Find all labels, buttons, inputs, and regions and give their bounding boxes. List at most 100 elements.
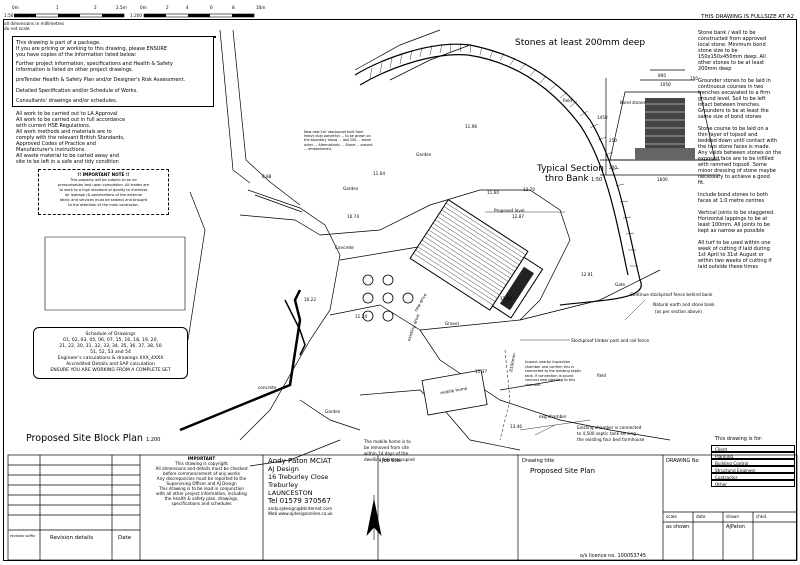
right-note-line: All turf to be used within one xyxy=(698,240,771,246)
section-title-1: Typical Section xyxy=(537,164,604,174)
plan-scale: 1:200 xyxy=(145,437,161,443)
right-note-line: within two weeks of cutting if xyxy=(698,258,772,264)
right-note-line: bedded down until contact with xyxy=(698,138,778,144)
right-note-line: Horizontal lappings to be at xyxy=(698,216,768,222)
right-note-line: Grounder stones to be laid in xyxy=(698,78,771,84)
right-note-line: the two stone faces is made. xyxy=(698,144,771,150)
important-block: IMPORTANT This drawing is copyright All … xyxy=(140,456,263,506)
work-note: All work to be carried out in full accor… xyxy=(16,117,126,123)
site-level: 12.91 xyxy=(581,272,593,277)
section-dim: 800 xyxy=(658,73,666,78)
drawing-for-box: This drawing is for: xyxy=(711,436,795,454)
work-note: All work methods and materials are to xyxy=(16,129,112,135)
important-line: the health & safety plan, drawings, xyxy=(164,496,239,501)
section-dim: 250 xyxy=(609,138,617,143)
site-level: 11.37 xyxy=(475,369,487,374)
timber-fence-note: Stockproof timber post and rail fence xyxy=(571,338,650,343)
section-title-2: thro Bank xyxy=(545,174,589,184)
scale-bar-graphic xyxy=(14,13,255,18)
right-note-line: trenches excavated to a firm xyxy=(698,90,771,96)
site-label-field: field xyxy=(563,98,573,103)
package-line: This drawing is part of a package. xyxy=(16,40,101,46)
site-label-garden: Garden xyxy=(343,186,359,191)
important-line: Supervising Officer and AJ Design xyxy=(166,481,237,486)
section-dim: 200 xyxy=(609,165,617,170)
site-label-field: field xyxy=(597,373,607,378)
schedule-line: Accredited Details and SAP calculation xyxy=(66,362,155,367)
right-note-line: 150x150x450mm deep. All xyxy=(698,54,766,60)
drawing-for-item: Contractor xyxy=(715,475,738,480)
right-note-line: other stones to be at least xyxy=(698,60,765,66)
scale-label-left: 1:50 xyxy=(4,13,14,18)
package-line: information is listed on other project d… xyxy=(16,67,134,73)
fence-note: Continue stockproof fence behind bank xyxy=(630,292,713,297)
right-note-line: with rammed topsoil. Some xyxy=(698,162,767,168)
important-note-line: to the attention of the main contractor. xyxy=(68,203,139,207)
right-note-line: continuous courses in two xyxy=(698,84,764,90)
work-note: All work to be carried out to LA Approva… xyxy=(16,111,118,117)
site-level: 10.74 xyxy=(347,214,359,219)
drawing-for-item: Client xyxy=(715,447,728,452)
section-dim: 1050 xyxy=(660,82,671,87)
designer-email: andy.ajdesign@btinternet.com xyxy=(268,506,333,511)
work-note: Approved Codes of Practice and xyxy=(16,141,96,147)
important-heading: IMPORTANT xyxy=(187,456,216,461)
right-note-line: minor dressing of stone maybe xyxy=(698,168,776,174)
important-line: This drawing is copyright xyxy=(175,461,228,466)
drawing-border xyxy=(3,19,797,561)
scale-tick: 2 xyxy=(166,5,169,10)
schedule-line: 21, 22, 30, 31, 32, 33, 34, 35, 36, 37, … xyxy=(59,344,162,349)
site-label-garden: Garden xyxy=(416,152,432,157)
septic-note: Existing chamber is connected xyxy=(577,425,642,430)
site-level: 11.04 xyxy=(373,171,385,176)
scale-note: do not scale xyxy=(4,26,30,31)
right-note-line: thin layer of topsoil and xyxy=(698,132,758,138)
important-note-line: pressurisation test upon completion. All… xyxy=(57,183,150,187)
drawn-field-label: drawn xyxy=(726,514,740,519)
right-note-line: laid outside these times xyxy=(698,264,759,270)
right-note-line: stone size to be xyxy=(698,48,738,54)
section-dim: 1600 xyxy=(657,177,668,182)
revision-date-col: Date xyxy=(118,535,132,541)
mobile-note: dwelling being occupied xyxy=(364,457,415,462)
important-line: All dimensions and details must be check… xyxy=(155,466,248,471)
important-line: Any discrepancies must be reported to th… xyxy=(156,476,247,481)
drawing-title-label: Drawing title xyxy=(522,458,555,464)
important-note-heading: !! IMPORTANT NOTE !! xyxy=(77,172,130,177)
gate-label: Gate xyxy=(615,282,626,287)
scale-label-mid: 1:200 xyxy=(130,13,143,18)
drawing-for-item: Building Control xyxy=(715,461,749,466)
drawing-for-item: Other xyxy=(715,482,727,487)
scale-tick: 10m xyxy=(256,5,266,10)
schedule-box: Schedule of Drawings 01, 02, 03, 05, 06,… xyxy=(33,327,188,379)
right-note-line: Vertical joints to be staggered. xyxy=(698,210,775,216)
designer-firm: AJ Design xyxy=(268,465,299,473)
designer-address: Treburley xyxy=(268,481,299,489)
proposed-level: Proposed level xyxy=(494,208,525,213)
drawing-no-label: DRAWING No xyxy=(666,458,699,464)
schedule-line: Schedule of Drawings xyxy=(85,332,136,337)
right-note-line: fit. xyxy=(698,180,705,186)
site-level: 10.22 xyxy=(304,297,316,302)
right-note-line: Stone course to be laid on a xyxy=(698,126,769,132)
site-level: 12.70 xyxy=(523,187,535,192)
right-note-line: 200mm deep xyxy=(698,66,732,72)
right-note-line: same size of bond stones xyxy=(698,114,762,120)
package-line: Consultants' drawings and/or schedules. xyxy=(16,98,118,104)
date-field-label: date xyxy=(696,514,706,519)
scale-tick: 2.5m xyxy=(116,5,127,10)
schedule-line: ENSURE YOU ARE WORKING FROM A COMPLETE S… xyxy=(50,368,171,373)
work-note: All waste material to be carted away and xyxy=(16,153,119,159)
site-level: 11.24 xyxy=(355,314,367,319)
right-note-line: intact between trenches. xyxy=(698,102,761,108)
important-line: before commencement of any works xyxy=(163,471,240,476)
drawing-for-item: Planning xyxy=(715,454,734,459)
drawing-for-item: Structural Engineer xyxy=(715,468,756,473)
scale-tick: 4 xyxy=(186,5,189,10)
package-line: If you are pricing or working to this dr… xyxy=(16,46,168,52)
gravel-label: Gravel xyxy=(445,321,459,326)
right-note-line: faces at 1.0 metre centres xyxy=(698,198,765,204)
right-note-line: local stone. Minimum bond xyxy=(698,42,766,48)
scale-tick: 8 xyxy=(232,5,235,10)
